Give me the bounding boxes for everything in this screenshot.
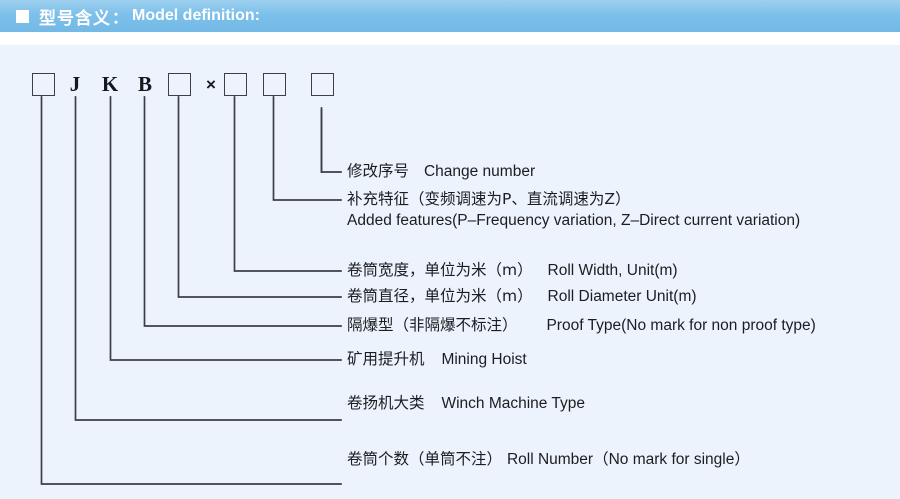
model-code-row: J K B × bbox=[0, 45, 900, 97]
code-box-empty-3 bbox=[223, 72, 247, 96]
callout-added-features-en: Added features(P–Frequency variation, Z–… bbox=[347, 212, 801, 229]
leader-line-proof-type bbox=[143, 96, 342, 327]
callout-mining-hoist-cn: 矿用提升机 bbox=[347, 350, 425, 368]
proof-type-box bbox=[166, 71, 192, 97]
code-box-empty-4 bbox=[262, 72, 286, 96]
leader-line-mining-hoist bbox=[109, 96, 342, 361]
code-box-empty-1 bbox=[31, 72, 55, 96]
leader-line-roll-number bbox=[40, 96, 342, 485]
callout-change-number-cn: 修改序号 bbox=[347, 162, 410, 180]
square-bullet-icon bbox=[16, 9, 29, 23]
leader-line-change-number bbox=[320, 109, 342, 173]
added-features-box bbox=[309, 71, 335, 97]
callout-roll-number-cn: 卷筒个数（单筒不注） bbox=[347, 450, 503, 468]
code-letter-j: J bbox=[69, 71, 81, 96]
callout-added-features: 补充特征（变频调速为P、直流调速为Z） Added features(P–Fre… bbox=[347, 189, 800, 231]
code-letter-b: B bbox=[137, 71, 152, 96]
leader-line-added-features bbox=[272, 96, 342, 201]
callout-winch-machine-type: 卷扬机大类 Winch Machine Type bbox=[347, 393, 585, 414]
roll-diameter-box bbox=[222, 71, 248, 97]
callout-proof-type-en: Proof Type(No mark for non proof type) bbox=[546, 317, 816, 334]
callout-roll-number: 卷筒个数（单筒不注） Roll Number（No mark for singl… bbox=[347, 449, 750, 470]
callout-roll-width: 卷筒宽度，单位为米（m） Roll Width, Unit(m) bbox=[347, 260, 678, 281]
callout-roll-width-en: Roll Width, Unit(m) bbox=[547, 262, 678, 279]
header-title-cn: 型号含义 bbox=[39, 8, 111, 29]
callout-winch-machine-type-cn: 卷扬机大类 bbox=[347, 394, 425, 412]
roll-width-box bbox=[261, 71, 287, 97]
code-box-empty-5 bbox=[310, 72, 334, 96]
callout-mining-hoist-en: Mining Hoist bbox=[441, 351, 527, 368]
callout-roll-number-en: Roll Number（No mark for single） bbox=[506, 451, 750, 468]
mining-hoist-letter-k: K bbox=[97, 71, 123, 97]
code-times-symbol: × bbox=[206, 74, 216, 94]
callout-winch-machine-type-en: Winch Machine Type bbox=[441, 395, 586, 412]
callout-roll-diameter-cn: 卷筒直径，单位为米（m） bbox=[347, 287, 533, 305]
roll-number-box bbox=[30, 71, 56, 97]
callout-roll-width-cn: 卷筒宽度，单位为米（m） bbox=[347, 261, 533, 279]
leader-line-roll-width bbox=[233, 96, 342, 272]
callout-roll-diameter-en: Roll Diameter Unit(m) bbox=[547, 288, 697, 305]
callout-change-number: 修改序号 Change number bbox=[347, 161, 535, 182]
callout-mining-hoist: 矿用提升机 Mining Hoist bbox=[347, 349, 527, 370]
code-letter-k: K bbox=[101, 71, 119, 96]
leader-lines-group bbox=[40, 96, 342, 485]
model-definition-diagram: J K B × bbox=[0, 45, 900, 499]
callout-added-features-cn: 补充特征（变频调速为P、直流调速为Z） bbox=[347, 190, 631, 208]
multiply-sign: × bbox=[198, 71, 224, 97]
header-title-en: Model definition: bbox=[132, 7, 260, 24]
callout-proof-type: 隔爆型（非隔爆不标注） Proof Type(No mark for non p… bbox=[347, 315, 816, 336]
callout-roll-diameter: 卷筒直径，单位为米（m） Roll Diameter Unit(m) bbox=[347, 286, 697, 307]
section-header-bar: 型号含义 ： Model definition: bbox=[0, 0, 900, 32]
callout-change-number-en: Change number bbox=[423, 163, 536, 180]
callout-proof-type-cn: 隔爆型（非隔爆不标注） bbox=[347, 316, 518, 334]
mining-hoist-letter-b: B bbox=[132, 71, 158, 97]
code-box-empty-2 bbox=[167, 72, 191, 96]
leader-line-roll-diameter bbox=[177, 96, 342, 298]
leader-line-winch-machine-type bbox=[74, 96, 342, 421]
header-colon: ： bbox=[112, 10, 129, 27]
winch-type-letter: J bbox=[62, 71, 88, 97]
